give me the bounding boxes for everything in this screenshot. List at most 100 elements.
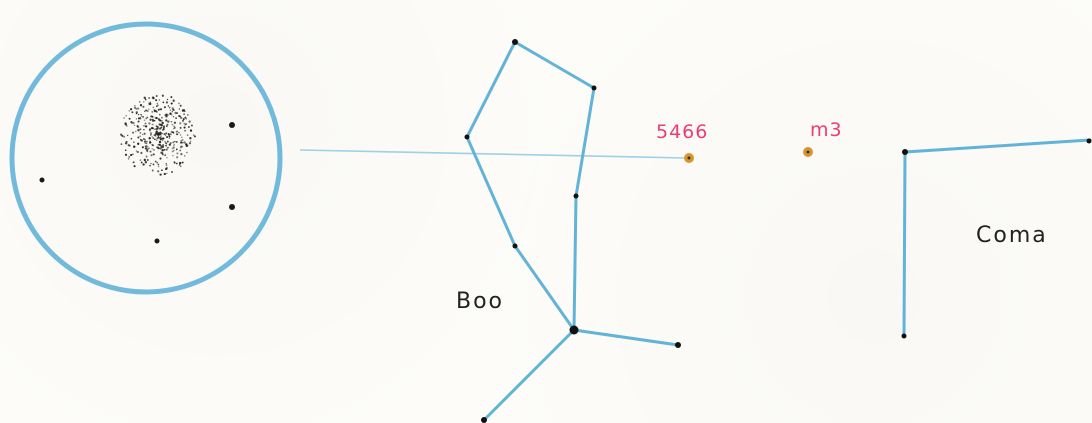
- cluster-dot: [164, 149, 166, 151]
- star-dot: [465, 135, 470, 140]
- cluster-dot: [182, 120, 184, 122]
- cluster-dot: [131, 111, 133, 113]
- cluster-dot: [134, 105, 135, 106]
- cluster-dot: [158, 136, 159, 137]
- cluster-dot: [131, 122, 133, 124]
- cluster-dot: [143, 125, 145, 127]
- pointer-line: [300, 150, 686, 158]
- cluster-dot: [183, 118, 185, 120]
- cluster-dot: [157, 104, 159, 106]
- cluster-dot: [127, 135, 128, 136]
- cluster-dot: [172, 151, 174, 153]
- cluster-dot: [183, 141, 185, 143]
- cluster-dot: [143, 101, 144, 102]
- cluster-dot: [140, 136, 141, 137]
- cluster-dot: [176, 156, 178, 158]
- cluster-dot: [150, 163, 151, 164]
- cluster-dot: [172, 148, 173, 149]
- field-star: [229, 122, 235, 128]
- cluster-dot: [136, 118, 137, 119]
- cluster-dot: [176, 141, 178, 143]
- cluster-dot: [185, 123, 187, 125]
- cluster-dot: [173, 145, 174, 146]
- star-dot: [1087, 139, 1092, 144]
- cluster-dot: [169, 113, 171, 115]
- cluster-dot: [160, 148, 162, 150]
- cluster-dot: [180, 142, 182, 144]
- cluster-dot: [146, 156, 148, 158]
- cluster-dot: [191, 124, 193, 126]
- cluster-dot: [184, 117, 186, 119]
- field-star: [229, 204, 235, 210]
- star-dot: [481, 417, 487, 423]
- cluster-dot: [180, 127, 182, 129]
- cluster-dot: [179, 150, 181, 152]
- cluster-dot: [168, 147, 169, 148]
- cluster-dot: [174, 112, 176, 114]
- cluster-dot: [148, 109, 149, 110]
- m3-label: m3: [810, 119, 843, 141]
- cluster-dot: [159, 144, 161, 146]
- cluster-dot: [173, 128, 174, 129]
- cluster-dot: [157, 137, 159, 139]
- cluster-dot: [142, 146, 144, 148]
- cluster-dot: [144, 111, 146, 113]
- cluster-dot: [164, 106, 166, 108]
- cluster-dot: [168, 105, 169, 106]
- cluster-dot: [125, 154, 127, 156]
- cluster-dot: [164, 154, 166, 156]
- cluster-dot: [190, 141, 191, 142]
- cluster-dot: [174, 122, 176, 124]
- cluster-dot: [139, 128, 141, 130]
- cluster-dot: [125, 115, 127, 117]
- cluster-dot: [154, 134, 155, 135]
- cluster-dot: [148, 122, 150, 124]
- cluster-dot: [159, 158, 161, 160]
- cluster-dot: [152, 136, 153, 137]
- cluster-dot: [128, 158, 130, 160]
- cluster-dot: [165, 163, 167, 165]
- cluster-dot: [160, 108, 162, 110]
- cluster-dot: [153, 163, 154, 164]
- constellation-line: [574, 196, 576, 330]
- star-dot: [902, 334, 907, 339]
- cluster-dot: [144, 141, 146, 143]
- cluster-dot: [171, 171, 173, 173]
- cluster-dot: [170, 96, 172, 98]
- cluster-dot: [166, 136, 168, 138]
- cluster-dot: [141, 162, 143, 164]
- cluster-dot: [185, 143, 187, 145]
- cluster-dot: [144, 119, 145, 120]
- cluster-dot: [133, 161, 135, 163]
- cluster-dot: [178, 132, 180, 134]
- cluster-dot: [149, 148, 150, 149]
- cluster-dot: [171, 114, 172, 115]
- cluster-dot: [152, 96, 154, 98]
- cluster-dot: [167, 120, 169, 122]
- cluster-dot: [159, 173, 161, 175]
- coma-label: Coma: [976, 223, 1048, 248]
- cluster-dot: [162, 149, 164, 151]
- cluster-dot: [180, 153, 182, 155]
- cluster-dot: [157, 103, 158, 104]
- star-dot: [512, 39, 518, 45]
- cluster-dot: [160, 127, 162, 129]
- cluster-dot: [143, 138, 145, 140]
- cluster-dot: [167, 99, 168, 100]
- cluster-dot: [144, 159, 146, 161]
- cluster-dot: [136, 108, 137, 109]
- cluster-dot: [188, 126, 190, 128]
- cluster-dot: [173, 147, 175, 149]
- cluster-dot: [179, 108, 180, 109]
- cluster-dot: [184, 127, 186, 129]
- cluster-dot: [142, 106, 144, 108]
- cluster-dot: [184, 123, 185, 124]
- cluster-dot: [138, 117, 140, 119]
- constellation-line: [484, 330, 574, 420]
- cluster-dot: [130, 154, 132, 156]
- cluster-dot: [154, 138, 156, 140]
- cluster-dot: [150, 154, 152, 156]
- cluster-dot: [137, 143, 139, 145]
- cluster-dot: [173, 116, 174, 117]
